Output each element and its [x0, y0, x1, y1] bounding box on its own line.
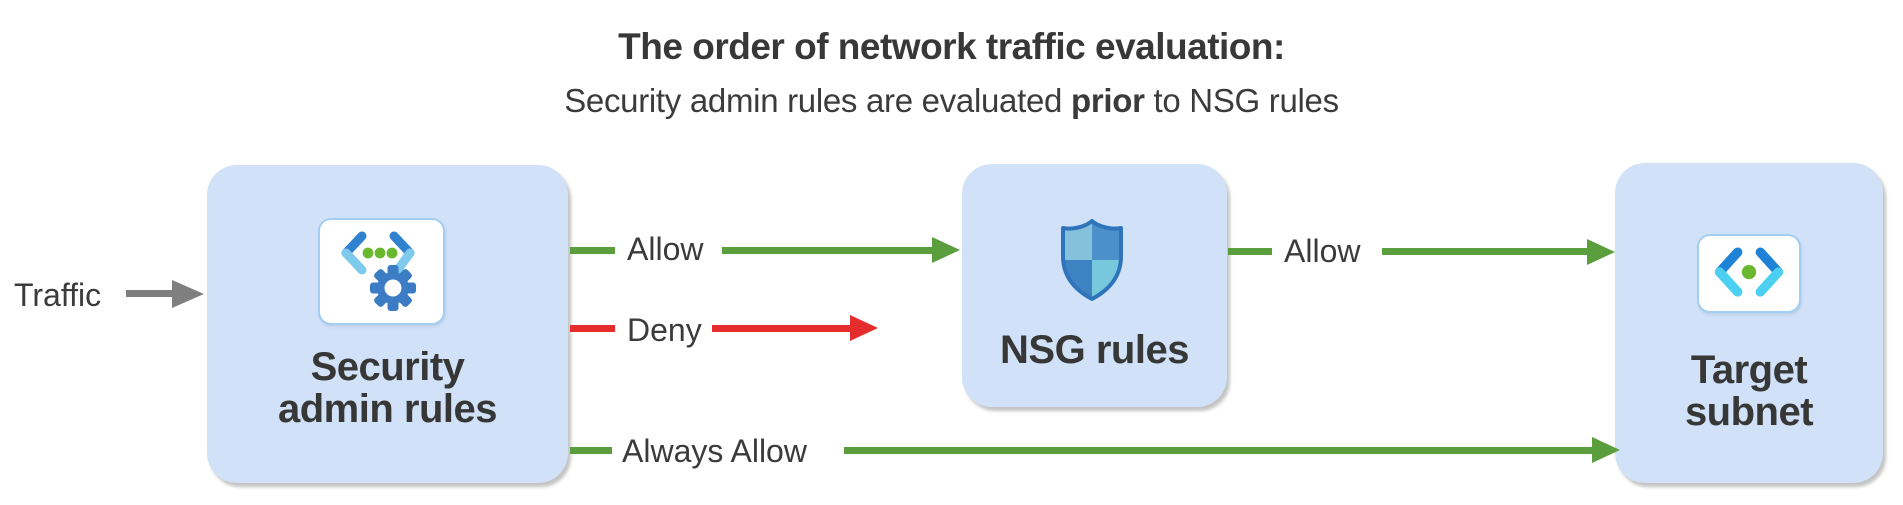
shield-icon [1061, 219, 1123, 301]
node-target-subnet: Target subnet [1615, 163, 1883, 483]
diagram-subtitle: Security admin rules are evaluated prior… [0, 82, 1903, 120]
subtitle-suffix: to NSG rules [1144, 82, 1340, 119]
always-allow-edge-stub [570, 447, 612, 454]
target-label-line2: subnet [1684, 390, 1814, 434]
allow-arrow-head-icon [1587, 239, 1615, 265]
allow-edge-stub [570, 247, 615, 254]
security-label-line2: admin rules [277, 387, 498, 431]
target-subnet-label: Target subnet [1615, 349, 1883, 433]
target-subnet-icon-card [1697, 234, 1801, 313]
allow-edge-label: Allow [627, 231, 704, 267]
subtitle-bold-word: prior [1070, 82, 1145, 119]
node-nsg-rules: NSG rules [962, 164, 1227, 407]
always-allow-arrow-head-icon [1592, 437, 1620, 463]
always-allow-edge-line [844, 447, 1592, 454]
security-label-line1: Security [310, 345, 465, 389]
code-brackets-icon [1714, 247, 1784, 297]
allow-edge-line [1382, 248, 1587, 255]
security-admin-rules-label: Security admin rules [207, 346, 568, 430]
deny-edge-line [712, 325, 850, 332]
deny-edge-label: Deny [627, 312, 702, 348]
allow-edge-stub [1228, 248, 1272, 255]
traffic-arrow-line [126, 290, 172, 297]
deny-arrow-head-icon [850, 315, 878, 341]
diagram-title: The order of network traffic evaluation: [618, 26, 1285, 67]
subtitle-prefix: Security admin rules are evaluated [564, 82, 1071, 119]
allow-edge-label: Allow [1284, 233, 1361, 269]
code-gear-icon [341, 231, 416, 311]
nsg-rules-label: NSG rules [1000, 328, 1189, 372]
traffic-label: Traffic [14, 277, 102, 313]
security-admin-icon-card [318, 218, 445, 325]
allow-edge-line [722, 247, 932, 254]
deny-edge-stub [570, 325, 615, 332]
node-security-admin-rules: Security admin rules [207, 165, 568, 483]
allow-arrow-head-icon [932, 237, 960, 263]
traffic-arrow-head-icon [172, 280, 204, 308]
target-label-line1: Target [1690, 348, 1808, 392]
always-allow-edge-label: Always Allow [622, 433, 807, 469]
